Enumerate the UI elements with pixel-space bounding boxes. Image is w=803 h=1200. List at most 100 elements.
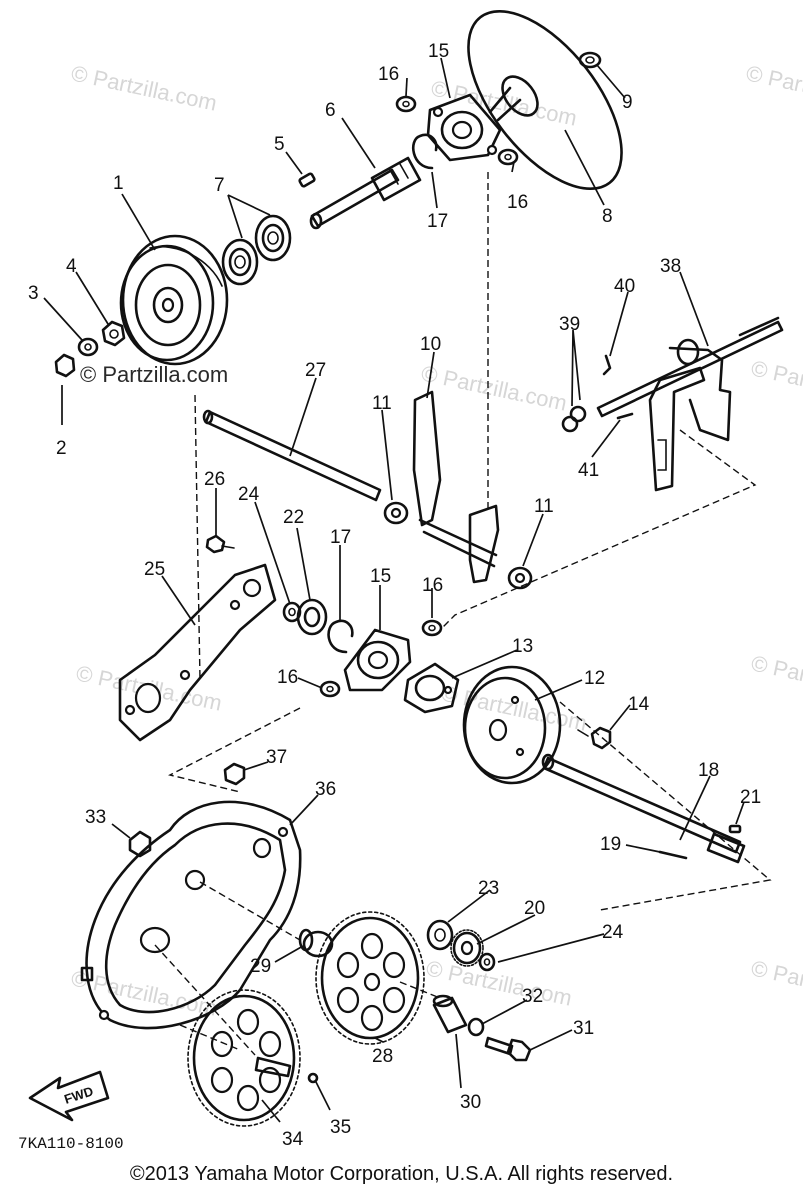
part-10-bracket: [412, 390, 500, 584]
watermark-text: © Partzilla.com: [749, 650, 803, 705]
part-4-nut: [101, 320, 126, 347]
callout-16: 16: [422, 575, 443, 596]
callout-33: 33: [85, 807, 106, 828]
callout-1: 1: [113, 173, 124, 194]
callout-7: 7: [214, 175, 225, 196]
part-15-bearing-housing-upper: [426, 93, 502, 162]
part-2-bolt: [54, 353, 76, 378]
part-17-circlip: [327, 619, 354, 654]
part-7-bearing: [254, 214, 292, 262]
callout-28: 28: [372, 1046, 393, 1067]
callout-9: 9: [622, 92, 633, 113]
part-24-washer: [282, 601, 302, 623]
callout-38: 38: [660, 256, 681, 277]
callout-18: 18: [698, 760, 719, 781]
part-23-bearing: [426, 919, 454, 951]
part-16-washer: [421, 619, 443, 637]
copyright-notice: ©2013 Yamaha Motor Corporation, U.S.A. A…: [129, 1163, 674, 1185]
callout-20: 20: [524, 898, 545, 919]
part-9-washer: [578, 51, 602, 69]
part-32-washer: [467, 1017, 485, 1037]
callout-4: 4: [66, 256, 77, 277]
part-17-circlip: [411, 133, 438, 170]
part-21-key: [728, 824, 742, 834]
callout-11: 11: [534, 496, 554, 517]
callout-24: 24: [602, 922, 624, 943]
callout-6: 6: [325, 100, 336, 121]
callout-15: 15: [428, 41, 449, 62]
callout-13: 13: [512, 636, 533, 657]
callout-19: 19: [600, 834, 621, 855]
part-19-pin: [658, 850, 688, 860]
watermark-text: © Partzilla.com: [749, 355, 803, 410]
callout-21: 21: [740, 787, 761, 808]
part-13-hub: [403, 662, 460, 714]
part-14-bolt: [577, 726, 612, 750]
callout-16: 16: [277, 667, 298, 688]
leader-lines: [43, 57, 745, 1123]
callout-17: 17: [427, 211, 448, 232]
callout-39: 39: [559, 314, 580, 335]
part-41-pin: [616, 412, 634, 420]
part-5-key: [298, 172, 316, 188]
callout-25: 25: [144, 559, 165, 580]
callout-37: 37: [266, 747, 287, 768]
part-20-sprocket: [450, 929, 484, 967]
part-7-bearing: [221, 238, 259, 286]
callout-30: 30: [460, 1092, 481, 1113]
callout-35: 35: [330, 1117, 351, 1138]
callout-8: 8: [602, 206, 613, 227]
watermark-text: © Partzilla.com: [419, 360, 569, 415]
watermark-text: © Partzilla.com: [744, 60, 803, 115]
part-40-pin: [602, 354, 612, 376]
callout-31: 31: [573, 1018, 594, 1039]
part-1-pulley: [119, 234, 229, 366]
callout-15: 15: [370, 566, 391, 587]
callout-17: 17: [330, 527, 351, 548]
callout-12: 12: [584, 668, 605, 689]
part-34-gear: [187, 989, 301, 1127]
part-37-bolt: [223, 762, 246, 786]
watermark-text: © Partzilla.com: [69, 60, 219, 115]
part-28-gear: [315, 911, 425, 1045]
callout-5: 5: [274, 134, 285, 155]
part-36-case-cover: [80, 800, 302, 1030]
callout-41: 41: [578, 460, 599, 481]
part-38-shift-shaft: [596, 316, 784, 492]
watermark-text: © Partzilla.com: [439, 680, 589, 735]
part-6-shaft: [309, 156, 422, 230]
part-33-nut: [128, 830, 152, 858]
part-26-bolt: [205, 534, 235, 554]
part-15-bearing-housing-lower: [343, 628, 412, 692]
callout-2: 2: [56, 438, 67, 459]
callout-40: 40: [614, 276, 635, 297]
part-24-washer: [478, 952, 496, 972]
part-27-rod: [202, 409, 382, 502]
callout-3: 3: [28, 283, 39, 304]
callout-34: 34: [282, 1129, 304, 1150]
part-39-washer: [561, 405, 587, 433]
part-11-bushing: [507, 566, 533, 590]
callout-10: 10: [420, 334, 441, 355]
callout-26: 26: [204, 469, 225, 490]
callout-29: 29: [250, 956, 271, 977]
callout-16: 16: [378, 64, 399, 85]
callout-32: 32: [522, 986, 543, 1007]
part-16-washer: [319, 680, 341, 698]
part-16-washer: [395, 95, 417, 113]
part-30-spacer: [432, 994, 468, 1034]
callout-16: 16: [507, 192, 528, 213]
callout-36: 36: [315, 779, 336, 800]
fwd-arrow-icon: FWD: [28, 1070, 110, 1122]
watermark-main: © Partzilla.com: [80, 362, 228, 387]
part-12-drum: [462, 665, 562, 785]
part-35-pin: [307, 1072, 319, 1084]
part-11-bushing: [383, 501, 409, 525]
part-22-bearing: [296, 598, 328, 636]
watermark-text: © Partzilla.com: [749, 955, 803, 1010]
drawing-code: 7KA110-8100: [18, 1135, 124, 1153]
callout-14: 14: [628, 694, 650, 715]
callout-labels: 1 2 3 4 5 6 7 8 9 10 11 11 12 13 14 15 1…: [28, 41, 761, 1150]
callout-23: 23: [478, 878, 499, 899]
